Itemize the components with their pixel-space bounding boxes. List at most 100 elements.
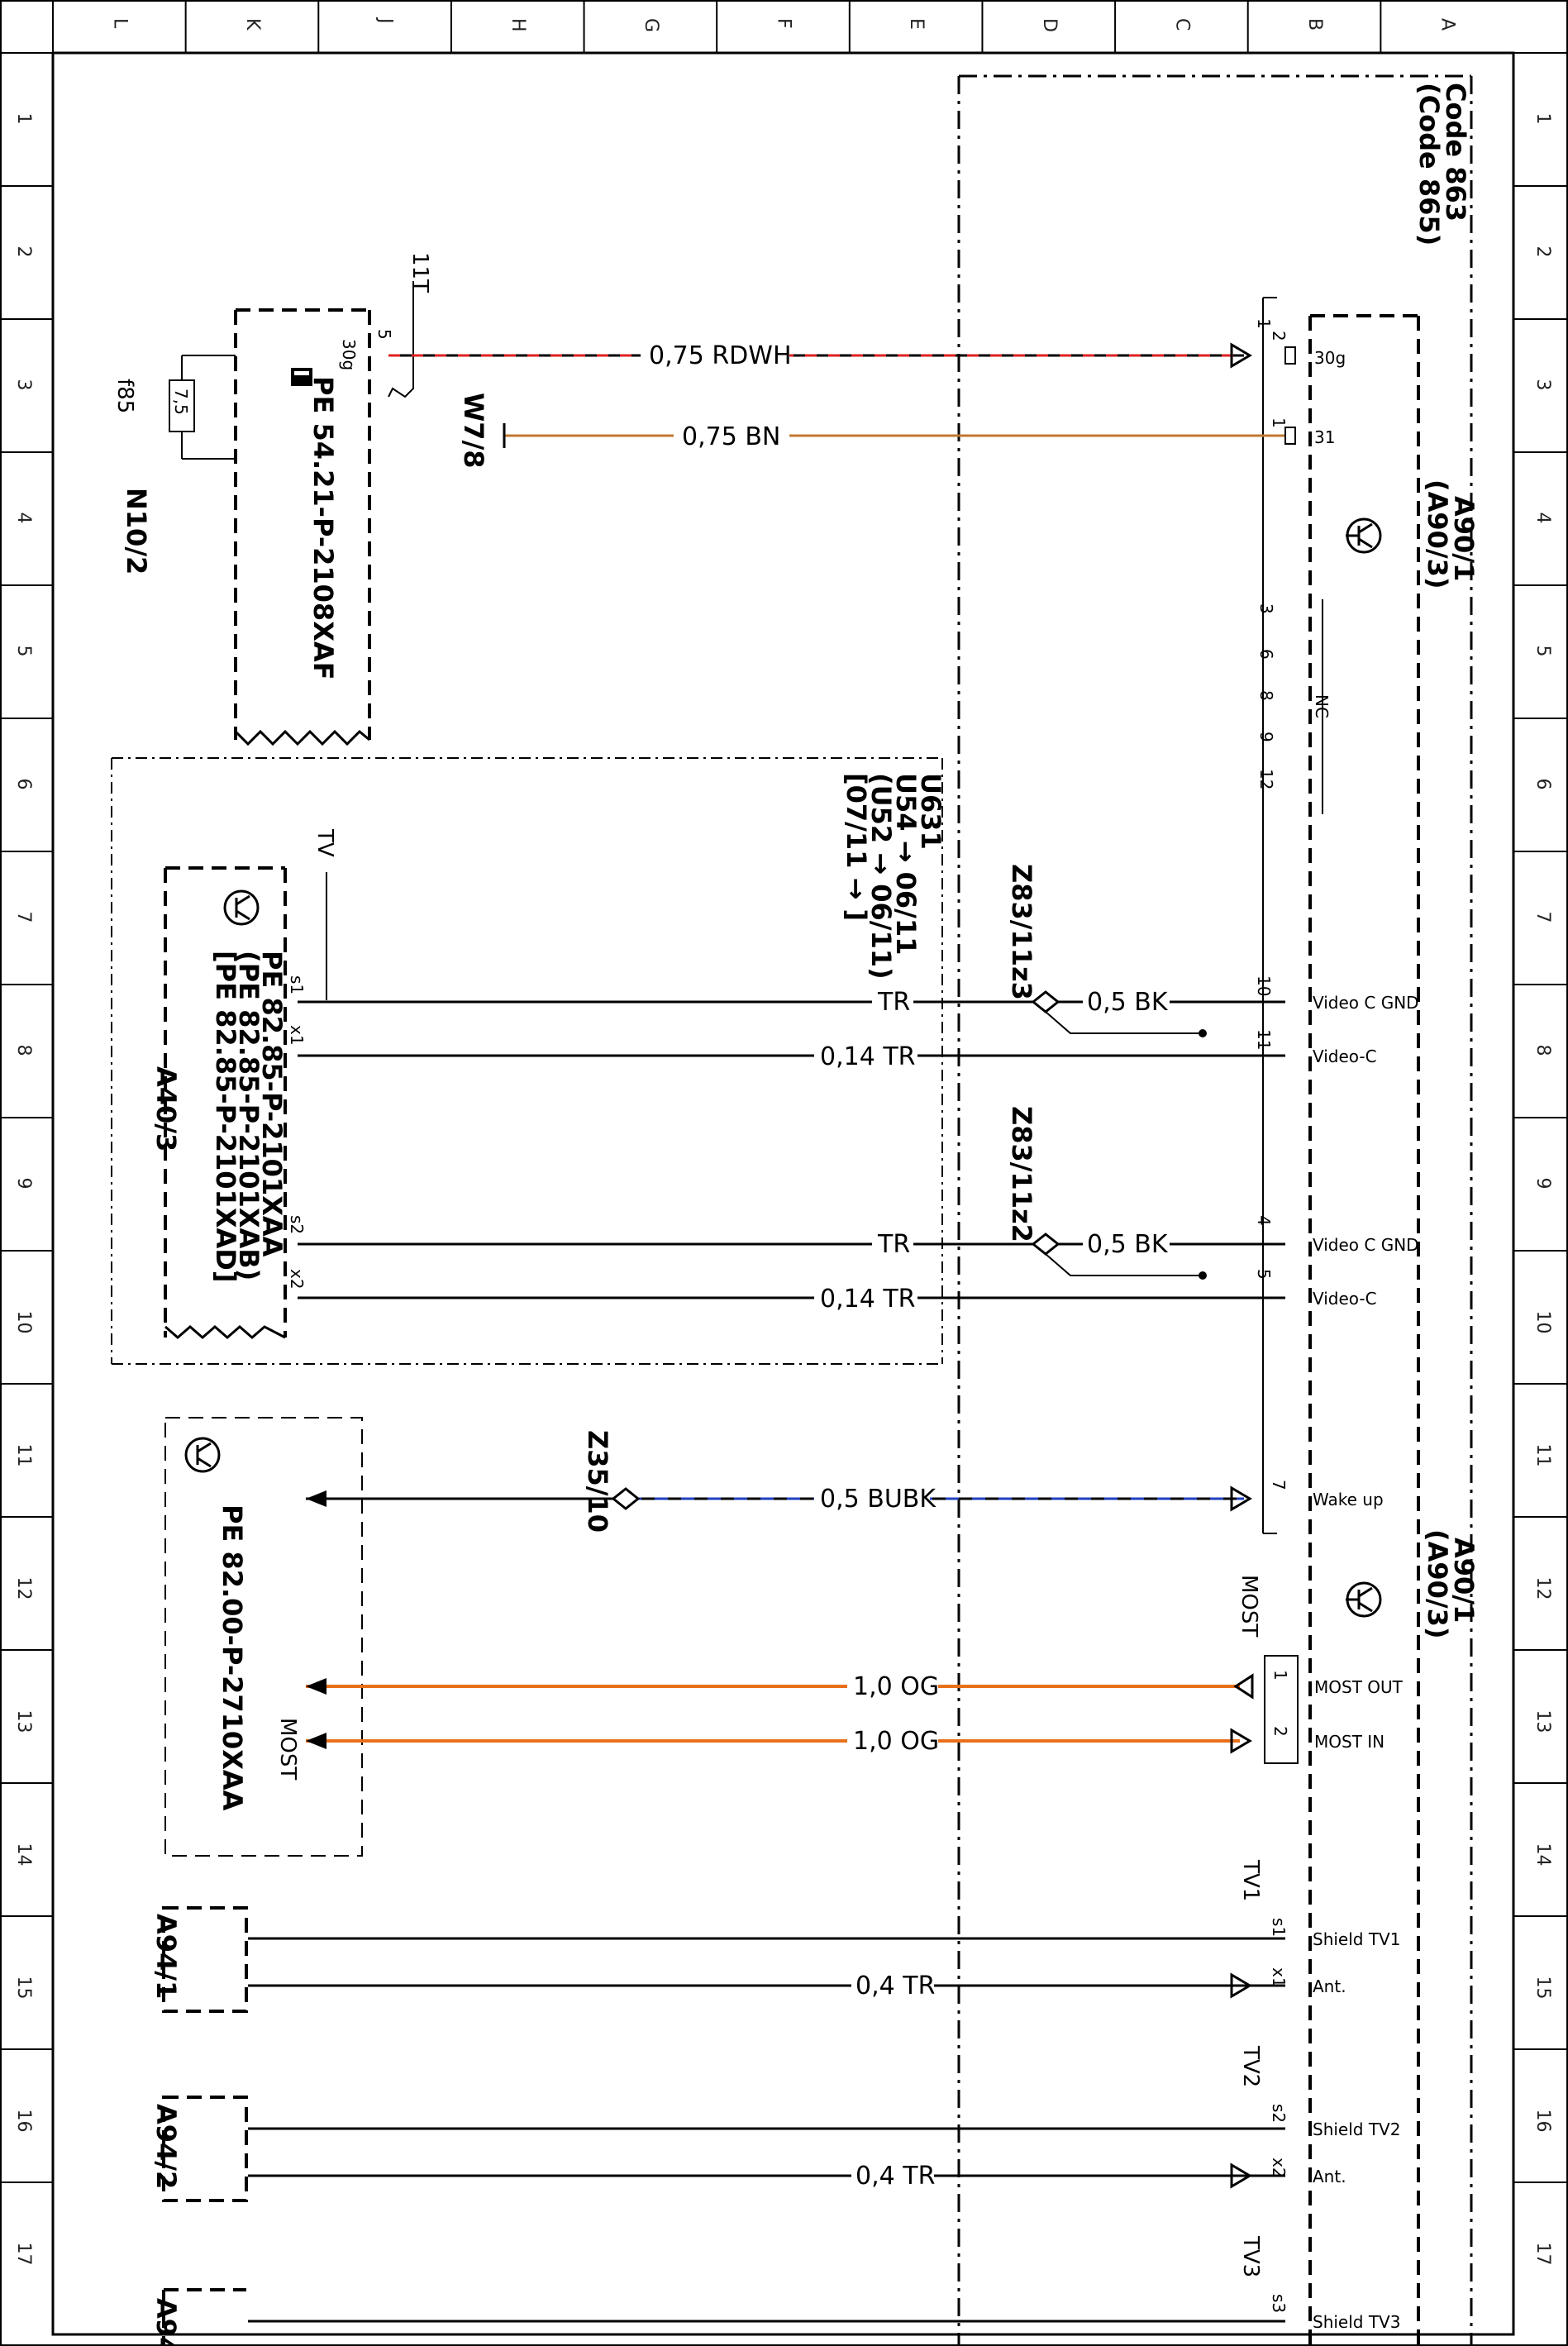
column-letter: K bbox=[242, 18, 263, 31]
row-number: 11 bbox=[1532, 1444, 1553, 1467]
wire-label: 0,14 TR bbox=[820, 1285, 916, 1314]
u-code: (U52 → 06/11) bbox=[865, 773, 897, 980]
a40-ref: (PE 82.85-P-2101XAB) bbox=[233, 951, 265, 1280]
transistor-icon bbox=[1346, 1581, 1382, 1618]
a40-pin: s2 bbox=[287, 1215, 307, 1234]
n10-pin-num: 5 bbox=[374, 329, 394, 340]
a40-name: A40/3 bbox=[150, 1066, 182, 1152]
a94-2-label: A94/2 bbox=[150, 2104, 182, 2189]
svg-text:6: 6 bbox=[1256, 649, 1276, 660]
n10-break bbox=[234, 729, 370, 746]
pin-num: 2 bbox=[1270, 1726, 1290, 1737]
row-number: 3 bbox=[13, 379, 34, 391]
nc-pins: 3 6 8 9 12 NC bbox=[1256, 599, 1332, 814]
row-number: 16 bbox=[1532, 2110, 1553, 2133]
pin-num: 11 bbox=[1254, 1029, 1274, 1050]
svg-text:3: 3 bbox=[1256, 603, 1276, 614]
u-code: U631 bbox=[915, 773, 946, 850]
pin-most-in: MOST IN bbox=[1314, 1732, 1385, 1752]
row-number: 1 bbox=[1532, 113, 1553, 125]
row-number: 1 bbox=[13, 113, 34, 125]
a94-3-label: A94 bbox=[150, 2298, 182, 2346]
wire-label: 0,4 TR bbox=[855, 2162, 935, 2191]
row-number: 2 bbox=[13, 246, 34, 258]
row-number: 17 bbox=[13, 2243, 34, 2266]
row-number: 9 bbox=[13, 1178, 34, 1190]
svg-text:NC: NC bbox=[1312, 694, 1332, 718]
tv3-tag: TV3 bbox=[1238, 2235, 1263, 2277]
transistor-icon bbox=[223, 889, 260, 926]
row-number: 9 bbox=[1532, 1178, 1553, 1190]
wire-label: 1,0 OG bbox=[853, 1672, 939, 1701]
row-number: 16 bbox=[13, 2110, 34, 2133]
a94-1-label: A94/1 bbox=[150, 1914, 182, 1999]
pin-video-c-gnd: Video C GND bbox=[1313, 993, 1419, 1013]
wire-31-label: 0,75 BN bbox=[682, 422, 780, 451]
pin-30g: 30g bbox=[1314, 348, 1346, 368]
a40-pin: x2 bbox=[287, 1269, 307, 1290]
pin-most-out: MOST OUT bbox=[1314, 1677, 1404, 1697]
column-letter: B bbox=[1304, 18, 1325, 31]
pin-num: x1 bbox=[1269, 1967, 1289, 1988]
row-number: 6 bbox=[13, 779, 34, 790]
column-letter: D bbox=[1039, 18, 1060, 32]
row-number: 15 bbox=[1532, 1976, 1553, 2000]
a40-pin: s1 bbox=[287, 975, 307, 994]
row-number: 8 bbox=[13, 1045, 34, 1056]
transistor-icon bbox=[184, 1437, 221, 1473]
row-number: 2 bbox=[1532, 246, 1553, 258]
pin-shield-tv1: Shield TV1 bbox=[1313, 1929, 1400, 1949]
wire-30g-label: 0,75 RDWH bbox=[649, 341, 792, 370]
row-number: 5 bbox=[13, 646, 34, 657]
pin-num: 1 bbox=[1269, 417, 1289, 428]
row-number: 10 bbox=[13, 1311, 34, 1334]
a40-pin: x1 bbox=[287, 1025, 307, 1046]
column-letter: C bbox=[1171, 18, 1192, 31]
fuse-name: f85 bbox=[112, 379, 137, 413]
svg-text:12: 12 bbox=[1256, 769, 1276, 789]
svg-text:9: 9 bbox=[1256, 732, 1276, 742]
row-number: 17 bbox=[1532, 2243, 1553, 2266]
column-letter: F bbox=[774, 18, 794, 29]
row-number: 14 bbox=[1532, 1843, 1553, 1867]
pin-num: s2 bbox=[1269, 2104, 1289, 2123]
a90-label-top: A90/1 bbox=[1448, 496, 1480, 581]
row-number: 11 bbox=[13, 1444, 34, 1467]
w78-label: W7/8 bbox=[458, 393, 489, 469]
wire-label: TR bbox=[877, 988, 910, 1017]
pin-num: 4 bbox=[1254, 1215, 1274, 1226]
n10-ref: PE 54.21-P-2108XAF bbox=[307, 376, 339, 679]
pin-num: s3 bbox=[1269, 2294, 1289, 2313]
most-tag: MOST bbox=[1237, 1575, 1261, 1637]
tv2-tag: TV2 bbox=[1238, 2045, 1263, 2087]
svg-text:8: 8 bbox=[1256, 690, 1276, 701]
u-code: U54 → 06/11 bbox=[890, 773, 922, 955]
a90-label-bottom-alt: (A90/3) bbox=[1422, 1529, 1453, 1639]
tv1-tag: TV1 bbox=[1238, 1859, 1263, 1901]
column-letter: G bbox=[641, 18, 661, 32]
wire-label: 0,4 TR bbox=[855, 1972, 935, 2000]
pin-shield-tv2: Shield TV2 bbox=[1313, 2120, 1400, 2139]
column-letter: J bbox=[375, 17, 396, 24]
row-number: 5 bbox=[1532, 646, 1553, 657]
wire-label: 1,0 OG bbox=[853, 1727, 939, 1756]
pin-wake-up: Wake up bbox=[1313, 1490, 1384, 1509]
column-letter: E bbox=[906, 18, 927, 30]
pin-video-c-gnd: Video C GND bbox=[1313, 1235, 1419, 1255]
row-number: 8 bbox=[1532, 1045, 1553, 1056]
wire-label: 0,5 BK bbox=[1087, 988, 1169, 1017]
most-ref: PE 82.00-P-2710XAA bbox=[217, 1504, 248, 1811]
row-number: 14 bbox=[13, 1843, 34, 1867]
row-number: 7 bbox=[13, 912, 34, 923]
a40-tag: TV bbox=[312, 828, 337, 857]
wire-label: TR bbox=[877, 1230, 910, 1259]
u-code: [07/11 → ] bbox=[841, 773, 872, 921]
most-box bbox=[164, 1417, 363, 1857]
fuse-value: 7,5 bbox=[171, 389, 191, 415]
fuse-f85 bbox=[169, 379, 195, 432]
pin-num: 1 bbox=[1270, 1670, 1290, 1681]
row-number: 13 bbox=[13, 1710, 34, 1733]
